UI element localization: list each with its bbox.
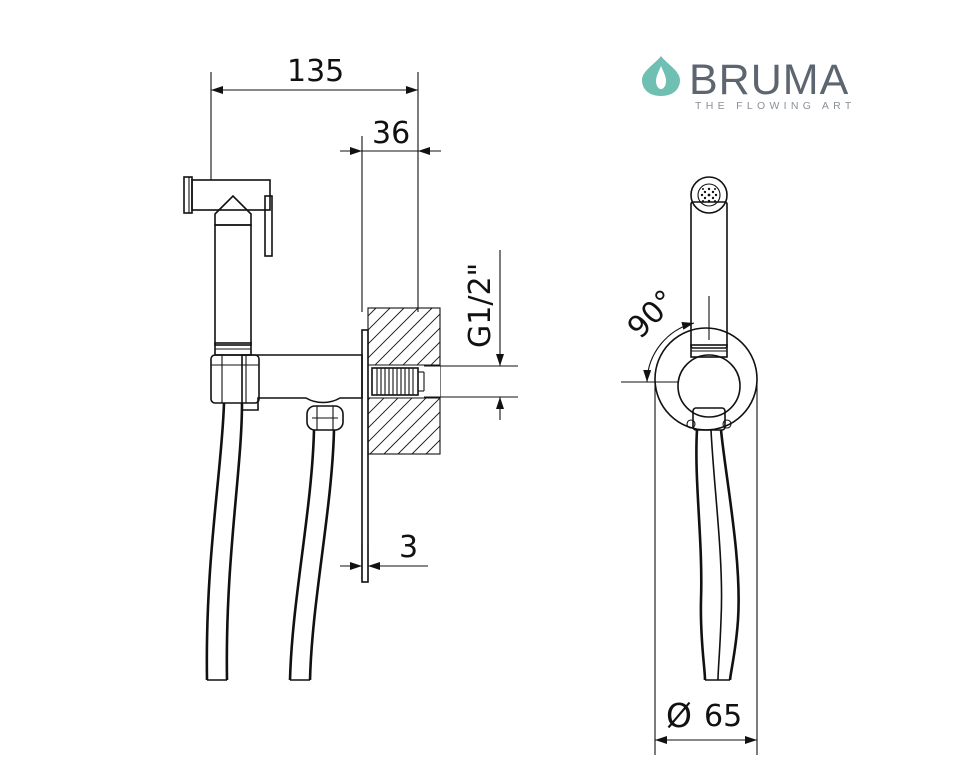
wall-flange-plate <box>361 329 369 583</box>
hose-front <box>695 429 740 681</box>
diameter-symbol: Ø <box>666 696 692 735</box>
shower-hose <box>205 402 336 681</box>
holder-ball <box>677 354 741 418</box>
dimension-3-label: 3 <box>399 530 418 565</box>
spray-head-front <box>690 176 728 358</box>
droplet-highlight <box>656 66 666 89</box>
dimension-rosette-diameter: Ø 65 <box>654 382 758 755</box>
dimension-thread: G1/2" <box>424 250 518 420</box>
diameter-value-label: 65 <box>704 699 742 734</box>
side-view: 135 36 G1/2" 3 <box>183 54 518 681</box>
bruma-logo: BRUMA THE FLOWING ART <box>642 56 856 112</box>
thread-size-label: G1/2" <box>463 263 498 348</box>
dimension-135-label: 135 <box>287 54 344 89</box>
rotation-angle-label: 90° <box>621 283 683 345</box>
front-view: 90° Ø 65 <box>621 176 758 755</box>
holder-body <box>210 354 363 411</box>
wall-rosette <box>654 327 758 431</box>
hose-outlet-nut <box>306 405 344 431</box>
dimension-total-depth: 135 <box>210 54 419 312</box>
dimension-flange-thickness: 3 <box>340 530 428 580</box>
hose-nut-front <box>686 407 732 431</box>
brand-tagline: THE FLOWING ART <box>695 100 856 112</box>
dimension-wall-flange: 36 <box>340 116 441 312</box>
dimension-36-label: 36 <box>372 116 410 151</box>
brand-name: BRUMA <box>689 56 849 104</box>
threaded-connector <box>371 367 425 396</box>
dimension-rotation: 90° <box>621 283 710 383</box>
spray-head <box>183 176 273 356</box>
wall-section <box>367 307 441 455</box>
